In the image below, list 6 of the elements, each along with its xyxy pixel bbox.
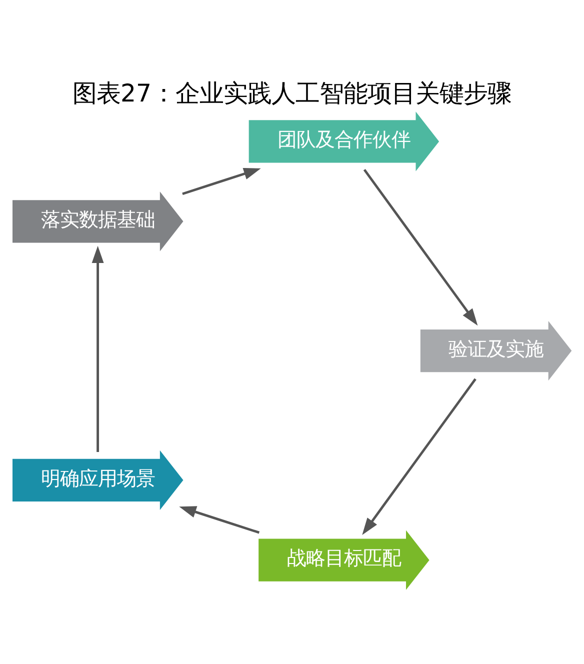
- diagram-title: 图表27：企业实践人工智能项目关键步骤: [72, 78, 512, 107]
- arrow: [92, 245, 104, 452]
- arrow: [182, 168, 261, 195]
- arrow: [362, 378, 476, 534]
- arrow: [179, 506, 260, 534]
- arrow: [363, 168, 478, 326]
